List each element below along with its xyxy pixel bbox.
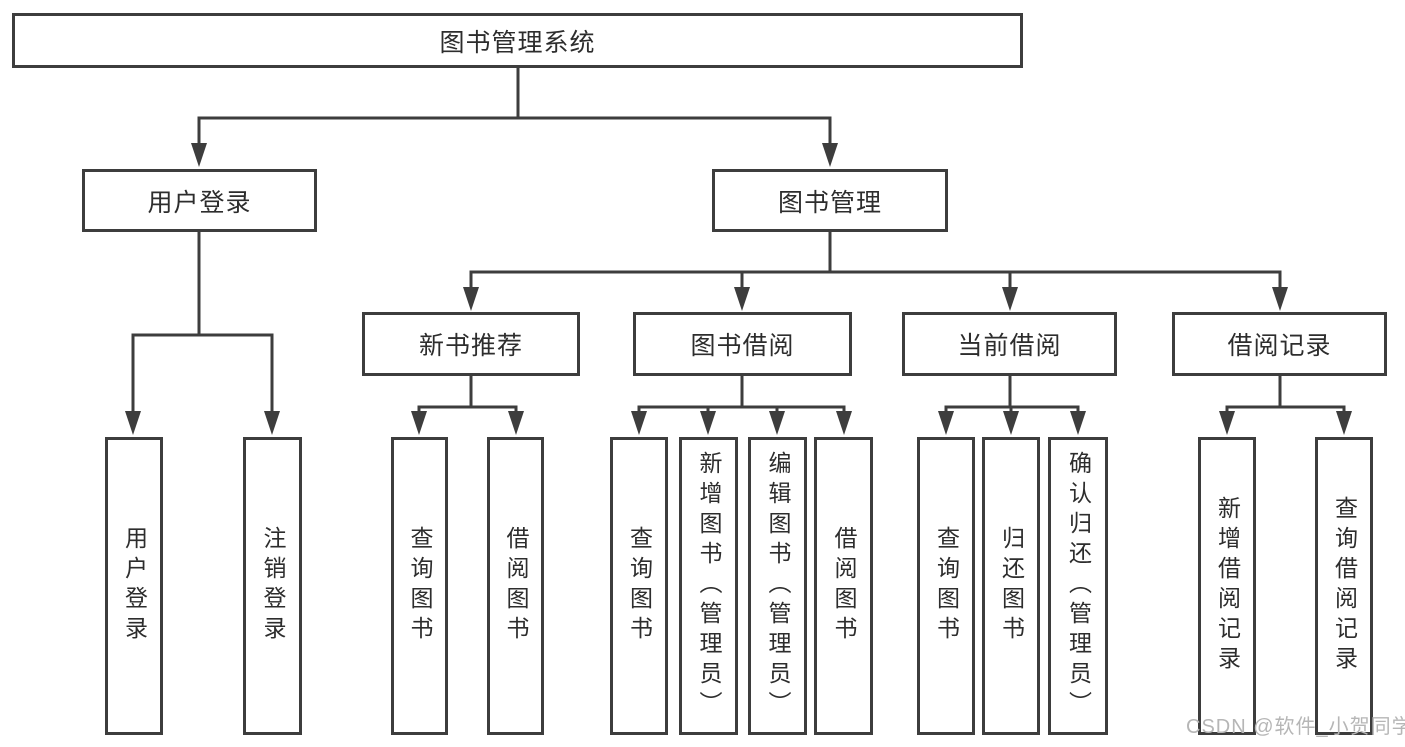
node-label: 归还图书 <box>998 526 1025 646</box>
leaf-logout: 注销登录 <box>243 437 302 735</box>
leaf-add-books-admin: 新增图书（管理员） <box>679 437 738 735</box>
node-label: 借阅图书 <box>831 526 857 646</box>
leaf-query-borrow-record: 查询借阅记录 <box>1315 437 1373 735</box>
node-label: 当前借阅 <box>957 332 1062 360</box>
leaf-confirm-return-admin: 确认归还（管理员） <box>1048 437 1108 735</box>
node-label: 注销登录 <box>260 526 286 646</box>
leaf-return-books: 归还图书 <box>982 437 1040 735</box>
node-label: 图书管理 <box>777 188 882 217</box>
node-label: 图书管理系统 <box>439 28 596 57</box>
leaf-query-books-current: 查询图书 <box>917 437 975 735</box>
node-book-borrowing: 图书借阅 <box>633 312 852 376</box>
node-label: 图书借阅 <box>690 332 795 360</box>
leaf-query-books-recommend: 查询图书 <box>391 437 448 735</box>
node-label: 用户登录 <box>147 188 252 217</box>
node-label: 借阅图书 <box>503 526 529 646</box>
node-label: 查询图书 <box>626 526 653 646</box>
node-user-login: 用户登录 <box>82 169 317 232</box>
node-label: 查询借阅记录 <box>1331 496 1358 676</box>
node-label: 新增借阅记录 <box>1214 496 1241 676</box>
node-label: 用户登录 <box>121 526 148 646</box>
arrowheads <box>125 143 1352 435</box>
node-current-borrowing: 当前借阅 <box>902 312 1117 376</box>
node-borrowing-records: 借阅记录 <box>1172 312 1387 376</box>
node-label: 查询图书 <box>933 526 960 646</box>
node-label: 借阅记录 <box>1227 332 1332 360</box>
leaf-borrow-books: 借阅图书 <box>814 437 873 735</box>
node-label: 编辑图书（管理员） <box>765 451 791 721</box>
leaf-edit-books-admin: 编辑图书（管理员） <box>748 437 807 735</box>
node-library-management-system: 图书管理系统 <box>12 13 1023 68</box>
node-label: 查询图书 <box>407 526 433 646</box>
node-label: 新增图书（管理员） <box>696 451 722 721</box>
leaf-borrow-books-recommend: 借阅图书 <box>487 437 544 735</box>
csdn-watermark: CSDN @软件_小贺同学 <box>1186 716 1405 738</box>
node-label: 确认归还（管理员） <box>1065 451 1092 721</box>
node-label: 新书推荐 <box>418 332 523 360</box>
leaf-add-borrow-record: 新增借阅记录 <box>1198 437 1256 735</box>
node-book-management: 图书管理 <box>712 169 948 232</box>
node-new-book-recommendation: 新书推荐 <box>362 312 580 376</box>
leaf-user-login: 用户登录 <box>105 437 163 735</box>
leaf-query-books-borrow: 查询图书 <box>610 437 668 735</box>
